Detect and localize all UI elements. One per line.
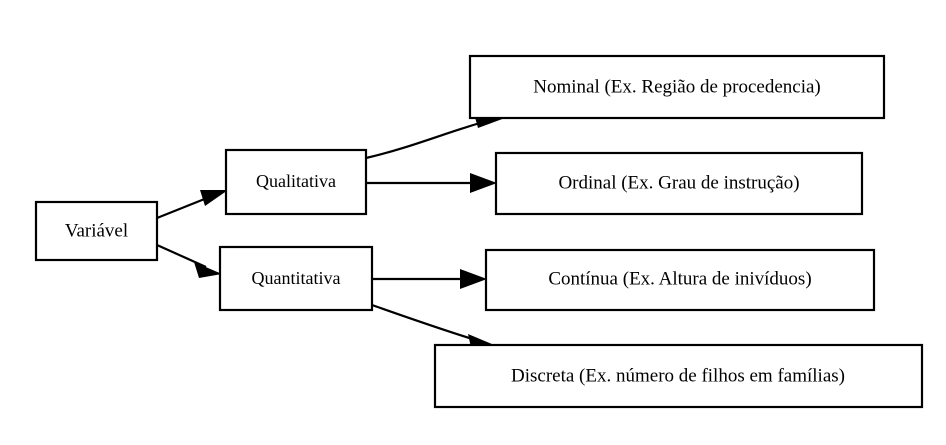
edge-variavel-qualitativa bbox=[156, 190, 228, 220]
node-variavel-label: Variável bbox=[65, 220, 128, 241]
node-nominal-box[interactable] bbox=[468, 54, 886, 120]
arrow-head-icon bbox=[460, 269, 487, 289]
node-continua-box[interactable] bbox=[484, 248, 876, 312]
node-quantitativa-label: Quantitativa bbox=[252, 268, 341, 288]
node-continua-label: Contínua (Ex. Altura de inivíduos) bbox=[548, 268, 811, 289]
arrow-head-icon bbox=[194, 262, 222, 278]
node-nominal-label: Nominal (Ex. Região de procedencia) bbox=[533, 76, 821, 97]
node-discreta-box[interactable] bbox=[433, 343, 924, 409]
node-variavel[interactable]: Variável bbox=[34, 200, 159, 262]
node-qualitativa-box[interactable] bbox=[224, 148, 368, 216]
node-ordinal[interactable]: Ordinal (Ex. Grau de instrução) bbox=[494, 151, 864, 216]
node-discreta[interactable]: Discreta (Ex. número de filhos em famíli… bbox=[433, 343, 924, 409]
arrow-head-icon bbox=[470, 173, 497, 193]
node-discreta-label: Discreta (Ex. número de filhos em famíli… bbox=[511, 365, 845, 386]
node-quantitativa[interactable]: Quantitativa bbox=[218, 245, 374, 312]
arrow-head-icon bbox=[200, 190, 228, 206]
node-nominal[interactable]: Nominal (Ex. Região de procedencia) bbox=[468, 54, 886, 120]
node-ordinal-box[interactable] bbox=[494, 151, 864, 216]
node-variavel-box[interactable] bbox=[34, 200, 159, 262]
edge-quantitativa-continua bbox=[372, 269, 487, 289]
node-qualitativa[interactable]: Qualitativa bbox=[224, 148, 368, 216]
node-continua[interactable]: Contínua (Ex. Altura de inivíduos) bbox=[484, 248, 876, 312]
node-qualitativa-label: Qualitativa bbox=[256, 171, 336, 191]
node-ordinal-label: Ordinal (Ex. Grau de instrução) bbox=[558, 172, 799, 193]
edge-qualitativa-ordinal bbox=[366, 173, 497, 193]
node-quantitativa-box[interactable] bbox=[218, 245, 374, 312]
edge-variavel-quantitativa bbox=[156, 243, 222, 278]
